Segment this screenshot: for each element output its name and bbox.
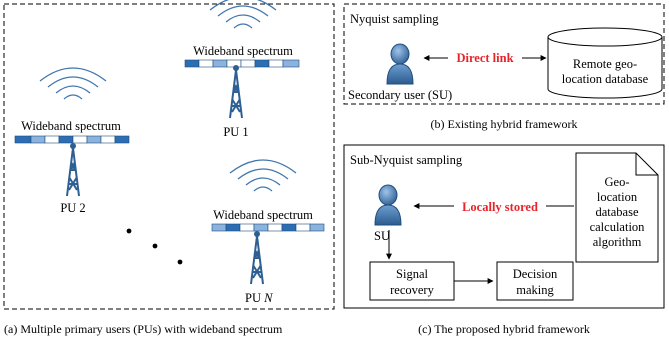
tower-icon xyxy=(229,64,243,119)
pu2-group: Wideband spectrum PU 2 xyxy=(14,67,130,215)
pu2-label: PU 2 xyxy=(60,201,85,215)
caption-a: (a) Multiple primary users (PUs) with wi… xyxy=(4,322,283,336)
secondary-user-label: Secondary user (SU) xyxy=(348,88,452,102)
algorithm-line5: algorithm xyxy=(593,235,642,249)
locally-stored-label: Locally stored xyxy=(462,200,538,214)
panel-a-frame xyxy=(3,3,335,310)
spectrum-bar-pu2 xyxy=(14,135,130,144)
decision-making-box: Decision making xyxy=(496,261,574,301)
caption-b: (b) Existing hybrid framework xyxy=(431,117,578,131)
panel-c-frame xyxy=(343,144,665,309)
spectrum-bar-pu1 xyxy=(184,59,300,68)
remote-database-cylinder: Remote geo- location database xyxy=(547,27,663,99)
nyquist-sampling-label: Nyquist sampling xyxy=(350,12,439,26)
algorithm-line4: calculation xyxy=(590,220,646,234)
spectrum-label-pu2: Wideband spectrum xyxy=(21,119,121,133)
su-label: SU xyxy=(374,229,390,243)
algorithm-document: Geo- location database calculation algor… xyxy=(575,152,659,263)
signal-waves-icon xyxy=(229,159,297,192)
signal-waves-icon xyxy=(209,0,277,29)
algorithm-line1: Geo- xyxy=(605,175,630,189)
spectrum-label-pu1: Wideband spectrum xyxy=(193,44,293,58)
spectrum-bar-pun xyxy=(211,223,325,232)
decision-making-line1: Decision xyxy=(513,267,558,281)
locally-stored-bg xyxy=(454,198,546,214)
pun-group: Wideband spectrum PU N xyxy=(211,159,325,305)
signal-recovery-box: Signal recovery xyxy=(369,261,455,301)
sub-nyquist-sampling-label: Sub-Nyquist sampling xyxy=(350,153,463,167)
caption-c: (c) The proposed hybrid framework xyxy=(418,322,590,336)
signal-waves-icon xyxy=(39,67,107,100)
algorithm-line3: database xyxy=(595,205,638,219)
algorithm-line2: location xyxy=(597,190,638,204)
tower-icon xyxy=(66,142,80,197)
pu1-group: Wideband spectrum PU 1 xyxy=(184,0,300,139)
tower-icon xyxy=(250,230,264,285)
panel-b-frame xyxy=(343,3,665,105)
decision-making-line2: making xyxy=(516,283,554,297)
pun-label: PU N xyxy=(245,291,273,305)
su-icon xyxy=(374,184,402,226)
pu1-label: PU 1 xyxy=(223,125,248,139)
database-label-line2: location database xyxy=(562,72,649,86)
spectrum-label-pun: Wideband spectrum xyxy=(213,208,313,222)
signal-recovery-line1: Signal xyxy=(396,267,428,281)
ellipsis-dots xyxy=(126,228,183,265)
database-label-line1: Remote geo- xyxy=(573,57,637,71)
direct-link-label: Direct link xyxy=(456,51,513,65)
direct-link-bg xyxy=(448,50,522,66)
signal-recovery-line2: recovery xyxy=(390,283,434,297)
secondary-user-icon xyxy=(386,43,414,85)
